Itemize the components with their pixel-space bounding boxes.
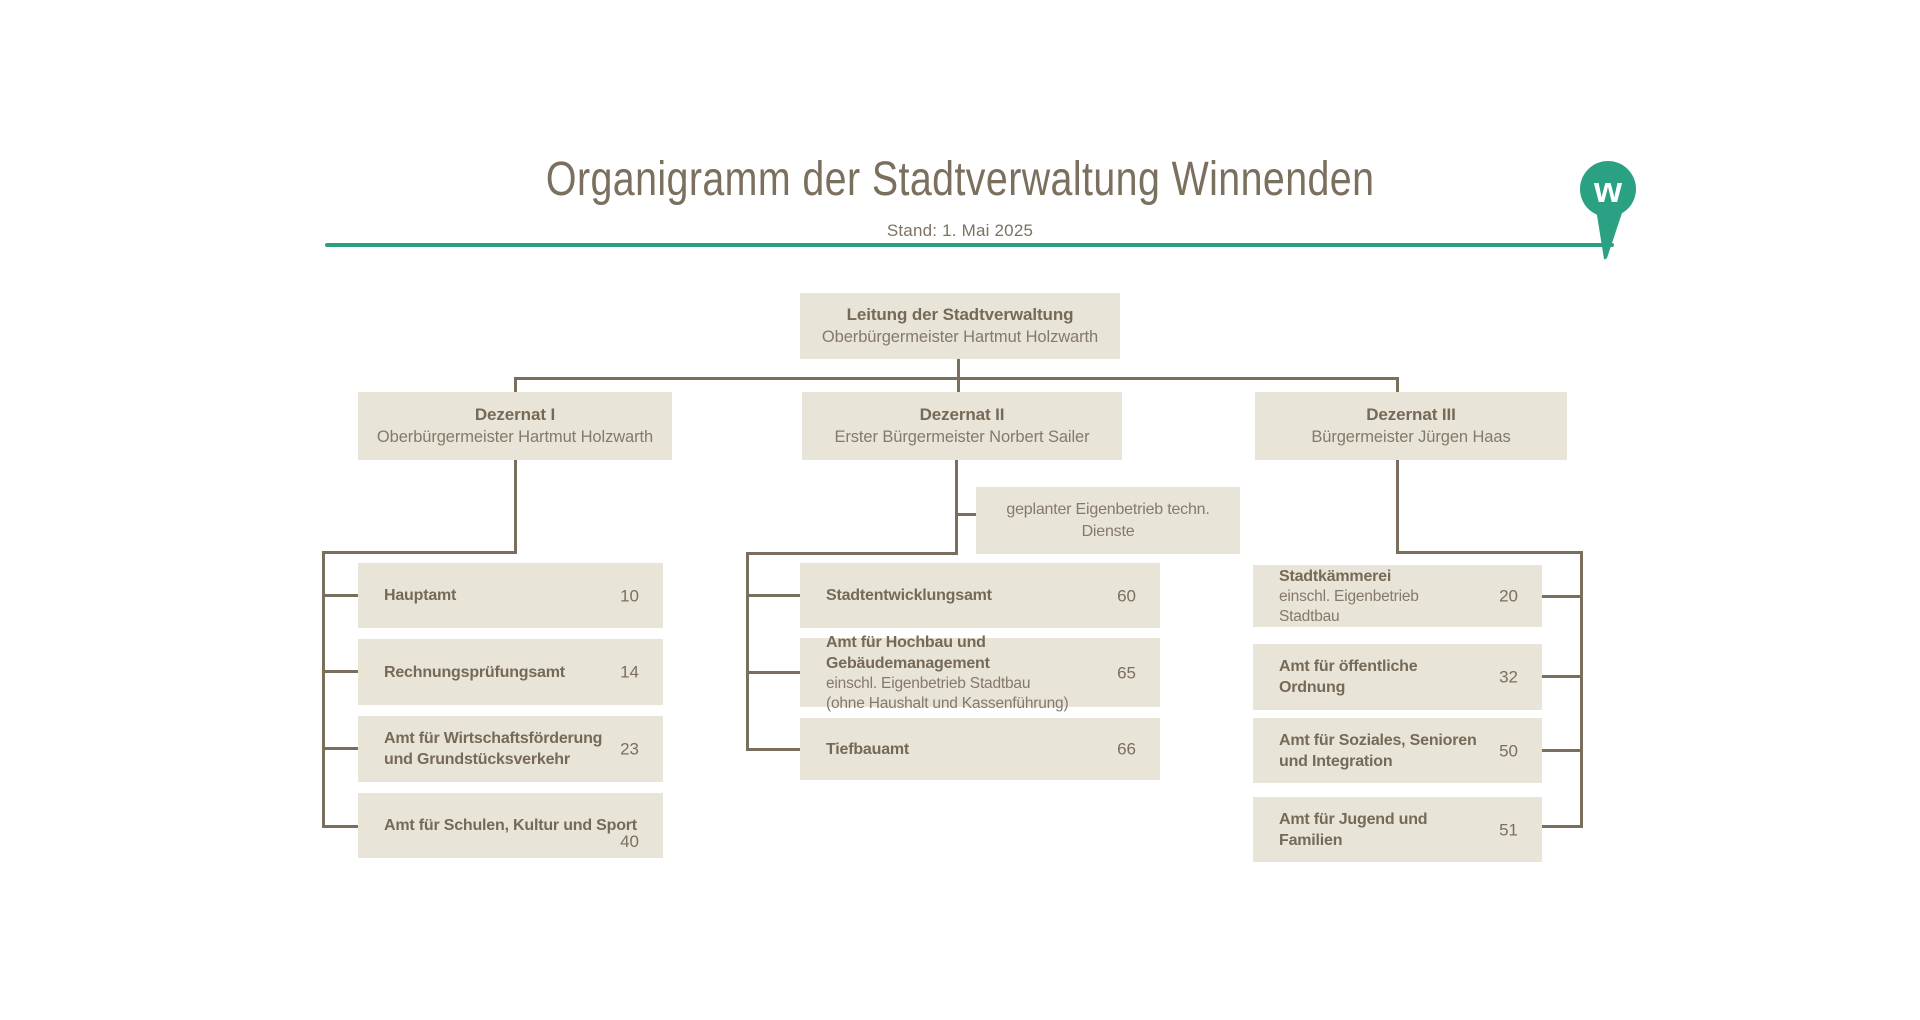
office-title: Stadtentwicklungsamt xyxy=(826,587,992,604)
org-box-hauptamt: Hauptamt 10 xyxy=(358,563,663,628)
connector-line xyxy=(322,594,360,597)
office-title: Stadtkämmerei xyxy=(1279,568,1392,585)
connector-line xyxy=(1542,595,1580,598)
connector-line xyxy=(514,377,1399,380)
org-box-wirtschaftsfoerderung: Amt für Wirtschaftsförderung und Grundst… xyxy=(358,716,663,782)
office-title: Amt für Wirtschaftsförderung xyxy=(384,730,603,747)
org-box-stadtkaemmerei: Stadtkämmerei einschl. Eigenbetrieb Stad… xyxy=(1253,565,1542,627)
office-staff-number: 20 xyxy=(1499,586,1518,606)
connector-line xyxy=(322,670,360,673)
connector-line xyxy=(1580,551,1583,828)
org-box-person: Bürgermeister Jürgen Haas xyxy=(1311,428,1511,446)
org-box-label: geplanter Eigenbetrieb techn. Dienste xyxy=(1006,500,1210,540)
org-box-person: Oberbürgermeister Hartmut Holzwarth xyxy=(376,428,654,446)
org-box-leitung: Leitung der Stadtverwaltung Oberbürgerme… xyxy=(800,293,1120,359)
connector-line xyxy=(746,552,749,751)
page-title-wrap: Organigramm der Stadtverwaltung Winnende… xyxy=(0,152,1920,207)
connector-line xyxy=(746,594,802,597)
connector-line xyxy=(1396,551,1583,554)
org-box-soziales-senioren-integration: Amt für Soziales, Senioren und Integrati… xyxy=(1253,718,1542,783)
office-subtitle2: (ohne Haushalt und Kassenführung) xyxy=(826,694,1069,712)
winnenden-logo-icon: w xyxy=(1580,161,1636,260)
connector-line xyxy=(514,377,517,393)
connector-line xyxy=(514,460,517,554)
office-title: Tiefbauamt xyxy=(826,740,910,758)
org-box-geplanter-eigenbetrieb: geplanter Eigenbetrieb techn. Dienste xyxy=(976,487,1240,554)
office-staff-number: 66 xyxy=(1117,739,1136,759)
connector-line xyxy=(1396,460,1399,554)
org-box-person: Erster Bürgermeister Norbert Sailer xyxy=(834,428,1090,446)
office-title: Rechnungsprüfungsamt xyxy=(384,663,565,681)
org-box-title: Dezernat II xyxy=(919,405,1005,424)
office-staff-number: 65 xyxy=(1117,663,1136,682)
connector-line xyxy=(322,825,360,828)
org-box-hochbau-gebaeudemanagement: Amt für Hochbau und Gebäudemanagement ei… xyxy=(800,634,1160,712)
org-box-dezernat-3: Dezernat III Bürgermeister Jürgen Haas xyxy=(1255,392,1567,460)
office-title: Amt für Schulen, Kultur und Sport xyxy=(384,817,637,834)
page-subtitle: Stand: 1. Mai 2025 xyxy=(886,221,1034,240)
office-subtitle: einschl. Eigenbetrieb Stadtbau xyxy=(826,675,1031,692)
office-title: Amt für Jugend und Familien xyxy=(1279,810,1428,849)
office-title2: und Integration xyxy=(1279,752,1393,770)
org-box-schulen-kultur-sport: Amt für Schulen, Kultur und Sport 40 xyxy=(358,793,663,858)
connector-line xyxy=(955,460,958,555)
connector-line xyxy=(958,513,976,516)
org-box-tiefbauamt: Tiefbauamt 66 xyxy=(800,718,1160,780)
office-staff-number: 32 xyxy=(1499,667,1518,687)
org-box-title: Dezernat III xyxy=(1366,405,1456,424)
org-box-title: Leitung der Stadtverwaltung xyxy=(846,305,1074,324)
connector-line xyxy=(322,551,517,554)
page-title: Organigramm der Stadtverwaltung Winnende… xyxy=(545,153,1375,206)
connector-line xyxy=(957,358,960,394)
connector-line xyxy=(322,551,325,828)
org-box-stadtentwicklungsamt: Stadtentwicklungsamt 60 xyxy=(800,563,1160,628)
connector-line xyxy=(1542,825,1580,828)
connector-line xyxy=(746,748,802,751)
office-title: Hauptamt xyxy=(384,587,457,604)
office-title: Amt für Soziales, Senioren xyxy=(1279,731,1477,749)
connector-line xyxy=(322,747,360,750)
office-staff-number: 60 xyxy=(1117,586,1136,605)
office-staff-number: 51 xyxy=(1499,820,1518,839)
org-box-rechnungspruefungsamt: Rechnungsprüfungsamt 14 xyxy=(358,639,663,705)
org-box-oeffentliche-ordnung: Amt für öffentliche Ordnung 32 xyxy=(1253,644,1542,710)
office-title: Amt für Hochbau und Gebäudemanagement xyxy=(826,634,990,672)
office-staff-number: 50 xyxy=(1499,741,1518,760)
office-staff-number: 14 xyxy=(620,662,639,682)
connector-line xyxy=(1542,749,1580,752)
office-staff-number: 40 xyxy=(620,832,639,851)
org-box-dezernat-1: Dezernat I Oberbürgermeister Hartmut Hol… xyxy=(358,392,672,460)
connector-line xyxy=(746,552,958,555)
connector-line xyxy=(746,671,802,674)
org-box-person: Oberbürgermeister Hartmut Holzwarth xyxy=(821,328,1099,346)
org-box-title: Dezernat I xyxy=(474,405,556,424)
office-staff-number: 10 xyxy=(620,586,639,605)
office-subtitle: einschl. Eigenbetrieb Stadtbau xyxy=(1279,588,1419,625)
office-title2: und Grundstücksverkehr xyxy=(384,751,570,768)
org-box-dezernat-2: Dezernat II Erster Bürgermeister Norbert… xyxy=(802,392,1122,460)
logo-letter: w xyxy=(1593,169,1623,210)
office-title: Amt für öffentliche Ordnung xyxy=(1279,658,1418,696)
org-box-jugend-familien: Amt für Jugend und Familien 51 xyxy=(1253,797,1542,862)
accent-rule xyxy=(325,243,1614,247)
connector-line xyxy=(1396,377,1399,393)
office-staff-number: 23 xyxy=(620,739,639,759)
connector-line xyxy=(1542,675,1580,678)
